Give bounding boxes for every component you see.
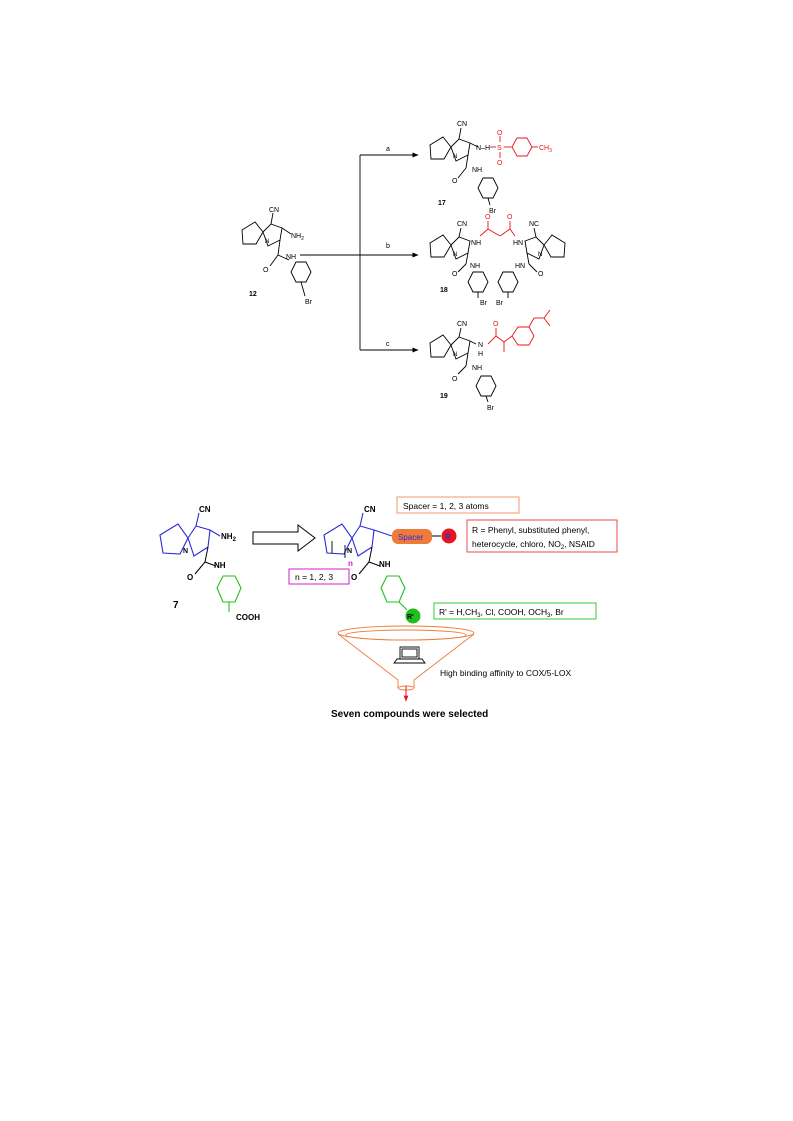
r-group-label: R: [445, 533, 451, 542]
compound-18-cn-right: NC: [529, 221, 539, 228]
arrow-label-a: a: [386, 146, 390, 153]
compound-18-n-right: N: [538, 252, 542, 258]
laptop-icon: [393, 646, 426, 664]
screening-funnel: [337, 625, 475, 691]
compound-17: [429, 127, 499, 206]
compound-18-nh-right: HN: [513, 240, 523, 247]
design-cn: CN: [364, 505, 376, 514]
spacer-capsule-label: Spacer: [398, 533, 424, 542]
compound-19-br: Br: [487, 405, 495, 412]
compound-12-n: N: [265, 239, 269, 245]
design-arrow: [252, 523, 316, 553]
compound-18-o-top-right: O: [507, 214, 513, 221]
compound-12-cn: CN: [269, 207, 279, 214]
compound-17-s: S: [497, 145, 502, 152]
compound-19-label: 19: [440, 393, 448, 400]
compound-18-n-left: N: [453, 252, 457, 258]
compound-18-oxalyl: [479, 221, 516, 237]
compound-19: [429, 327, 497, 403]
compound-7-n: N: [183, 548, 188, 555]
compound-17-nh-link: N–H: [476, 145, 490, 152]
compound-19-h-link: H: [478, 351, 483, 358]
compound-19-nh-link: N: [478, 342, 483, 349]
design-ring-size-bracket: [331, 541, 346, 558]
compound-19-cn: CN: [457, 321, 467, 328]
compound-17-ch3: CH3: [539, 145, 552, 154]
compound-18-br-left: Br: [480, 300, 488, 307]
design-nh: NH: [379, 560, 391, 569]
compound-18-nh-amide-right: HN: [515, 263, 525, 270]
synthesis-scheme: CN NH2 N O NH Br 12 a b c CN N–H S O O C…: [241, 121, 566, 412]
funnel-caption: High binding affinity to COX/5-LOX: [440, 668, 572, 678]
compound-7-nh: NH: [214, 561, 226, 570]
compound-19-nh: NH: [472, 365, 482, 372]
compound-18-nh-amide-left: NH: [470, 263, 480, 270]
r-prime-label: R': [407, 614, 414, 621]
design-n-index: n: [348, 559, 353, 568]
compound-12-label: 12: [249, 291, 257, 298]
compound-17-br: Br: [489, 208, 497, 215]
compound-18-label: 18: [440, 287, 448, 294]
compound-18-o-right: O: [538, 271, 544, 278]
compound-18: [429, 227, 566, 298]
design-o: O: [351, 573, 357, 582]
n-box-text: n = 1, 2, 3: [295, 572, 333, 582]
compound-7-core: [159, 512, 221, 557]
compound-18-cn-left: CN: [457, 221, 467, 228]
result-text: Seven compounds were selected: [331, 709, 488, 720]
compound-7-cn: CN: [199, 505, 211, 514]
compound-17-o: O: [452, 178, 458, 185]
compound-7-nh2: NH2: [221, 532, 237, 543]
compound-7-aryl: [216, 575, 242, 612]
reaction-arrows: [300, 152, 419, 353]
compound-7-o: O: [187, 573, 193, 582]
design-amide: [358, 546, 381, 575]
compound-17-cn: CN: [457, 121, 467, 128]
compound-19-ibuprofen: [487, 309, 551, 352]
design-n: N: [347, 548, 352, 555]
spacer-box-text: Spacer = 1, 2, 3 atoms: [403, 501, 489, 511]
compound-17-label: 17: [438, 200, 446, 207]
compound-7-amide: [194, 546, 217, 575]
compound-17-n: N: [453, 154, 457, 160]
compound-18-br-right: Br: [496, 300, 504, 307]
r-box: [466, 519, 618, 553]
compound-19-n: N: [453, 352, 457, 358]
compound-12: [241, 212, 312, 297]
compound-19-o: O: [452, 376, 458, 383]
arrow-label-c: c: [386, 341, 390, 348]
r-box-line2: heterocycle, chloro, NO2, NSAID: [472, 539, 595, 551]
r-prime-box: [433, 602, 597, 620]
compound-12-nh2: NH2: [291, 233, 304, 242]
compound-19-o-top: O: [493, 321, 499, 328]
compound-17-nh: NH: [472, 167, 482, 174]
n-box: [288, 568, 350, 585]
design-core: [323, 512, 393, 557]
design-strategy-scheme: CN NH2 N O NH COOH 7 Spacer R R' CN N n …: [159, 496, 618, 720]
compound-17-o-bot: O: [497, 160, 503, 167]
r-box-line1: R = Phenyl, substituted phenyl,: [472, 525, 589, 535]
design-aryl: [380, 575, 408, 611]
compound-17-tosyl: [490, 136, 538, 158]
r-prime-circle: [405, 608, 421, 624]
arrow-label-b: b: [386, 243, 390, 250]
compound-12-o: O: [263, 267, 269, 274]
r-prime-box-text: R' = H,CH3, Cl, COOH, OCH3, Br: [439, 607, 564, 619]
spacer-capsule: [392, 529, 432, 544]
compound-18-o-left: O: [452, 271, 458, 278]
compound-7-cooh: COOH: [236, 613, 260, 622]
compound-18-nh-left: NH: [471, 240, 481, 247]
compound-12-nh: NH: [286, 254, 296, 261]
compound-12-br: Br: [305, 299, 313, 306]
compound-7-label: 7: [173, 600, 179, 611]
spacer-box: [396, 496, 520, 514]
compound-17-o-top: O: [497, 130, 503, 137]
r-group-circle: [441, 528, 457, 544]
compound-18-o-top-left: O: [485, 214, 491, 221]
